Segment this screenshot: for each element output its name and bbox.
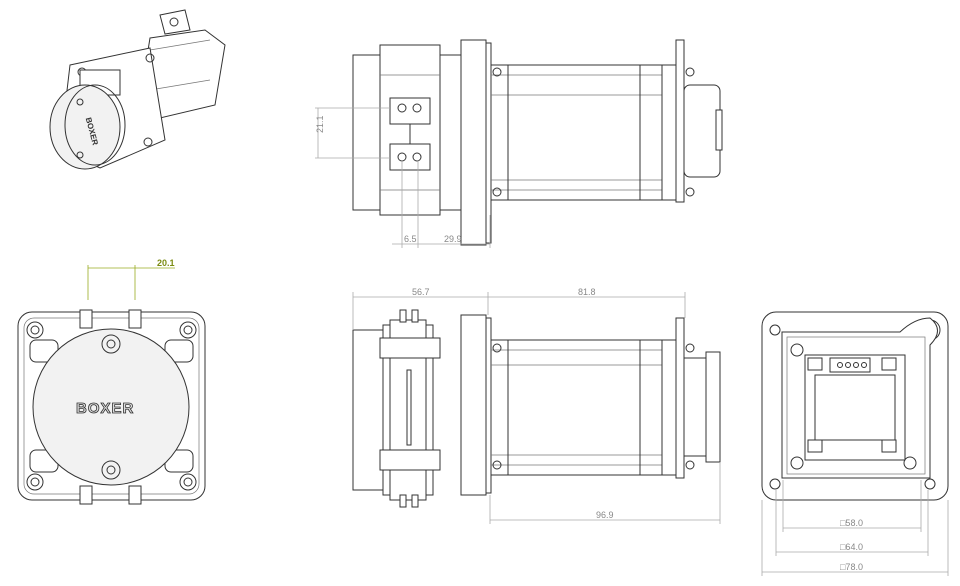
dim-6-5: 6.5 bbox=[404, 234, 417, 244]
side-view: 56.7 81.8 96.9 bbox=[352, 287, 721, 524]
dim-21-1: 21.1 bbox=[315, 115, 325, 133]
dim-78-0: □78.0 bbox=[840, 562, 863, 572]
top-view: 21.1 6.5 29.9 bbox=[315, 39, 723, 248]
rear-view: □58.0 □64.0 □78.0 bbox=[761, 311, 949, 576]
dim-58-0: □58.0 bbox=[840, 518, 863, 528]
isometric-view: BOXER bbox=[49, 9, 226, 170]
dim-20-1: 20.1 bbox=[157, 258, 175, 268]
front-view: BOXER 20.1 bbox=[17, 258, 206, 505]
dim-96-9: 96.9 bbox=[596, 510, 614, 520]
dim-29-9: 29.9 bbox=[444, 234, 462, 244]
dim-56-7: 56.7 bbox=[412, 287, 430, 297]
front-logo: BOXER bbox=[76, 400, 134, 417]
dim-81-8: 81.8 bbox=[578, 287, 596, 297]
dim-64-0: □64.0 bbox=[840, 542, 863, 552]
